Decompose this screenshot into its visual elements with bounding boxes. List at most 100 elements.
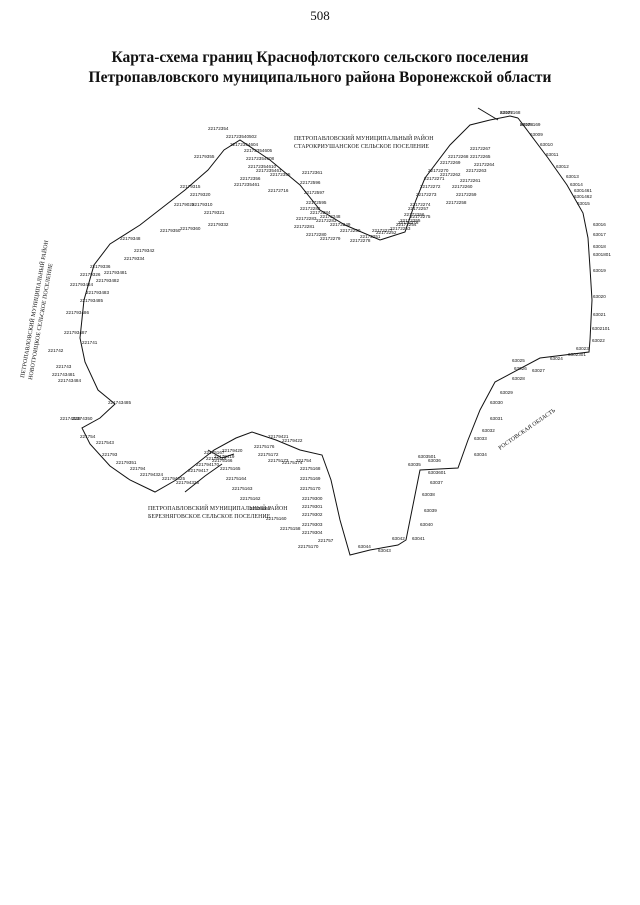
point-label: 63022 (592, 338, 605, 343)
point-label: 63042 (392, 536, 405, 541)
point-label: 63017 (593, 232, 606, 237)
point-label: 22172278 (350, 238, 371, 243)
point-label: 63044 (358, 544, 371, 549)
point-label: 22175169 (520, 122, 541, 127)
title-line-2: Петропавловского муниципального района В… (88, 69, 552, 86)
point-label: 22172261 (460, 178, 481, 183)
point-label: 22172354605 (244, 148, 273, 153)
point-label: 22179320 (190, 192, 211, 197)
point-label: 22172354604 (230, 142, 259, 147)
point-label: 63036 (428, 458, 441, 463)
boundary-tick (184, 463, 223, 493)
point-label: 63034 (474, 452, 487, 457)
point-label: 22179420 (222, 448, 243, 453)
point-label: 22172252 (376, 230, 397, 235)
point-label: 22172281 (294, 224, 315, 229)
point-label: 22172268 (448, 154, 469, 159)
point-label: 22172354610 (248, 164, 277, 169)
point-label: 22179326 (80, 272, 101, 277)
point-label: 63037 (430, 480, 443, 485)
point-label: 22175174 (282, 460, 303, 465)
point-label: 2217235461 (234, 182, 260, 187)
point-label: 221793486 (66, 310, 89, 315)
point-label: 22179355 (194, 154, 215, 159)
point-label: 22172264 (474, 162, 495, 167)
point-label: 63018 (593, 244, 606, 249)
point-label: 6301461 (574, 188, 592, 193)
page-title: Карта-схема границ Краснофлотского сельс… (20, 48, 620, 88)
point-label: 22172283 (316, 218, 337, 223)
point-label: 22172265 (470, 154, 491, 159)
point-label: 22172361 (302, 170, 323, 175)
point-label: 22172284 (310, 210, 331, 215)
point-label: 63015 (577, 201, 590, 206)
point-label: 22172270 (428, 168, 449, 173)
point-label: 6303601 (428, 470, 446, 475)
point-label: 22172716 (268, 188, 289, 193)
point-label: 63021 (593, 312, 606, 317)
point-label: 221743 (56, 364, 72, 369)
point-label: 22179300 (302, 496, 323, 501)
point-label: 221754 (296, 458, 312, 463)
point-label: 22172355 (270, 172, 291, 177)
point-label: 63011 (546, 152, 559, 157)
region-label-bereznyagovskoe-1: ПЕТРОПАВЛОВСКИЙ МУНИЦИПАЛЬНЫЙ РАЙОН (148, 504, 288, 512)
point-label: 22179348 (120, 236, 141, 241)
point-label: 6302101 (592, 326, 610, 331)
point-label: 22179417 (188, 468, 209, 473)
point-label: 22179332 (208, 222, 229, 227)
point-label: 22172283 (296, 216, 317, 221)
point-label: 63040 (420, 522, 433, 527)
point-label: 2217543 (96, 440, 114, 445)
point-label: 63007 (500, 110, 513, 115)
boundary-line (79, 115, 593, 556)
point-label: 22172276 (398, 220, 419, 225)
point-label: 22172262 (440, 172, 461, 177)
region-label-starokriushanskoe-2: СТАРОКРИУШАНСКОЕ СЕЛЬСКОЕ ПОСЕЛЕНИЕ (294, 144, 429, 150)
point-label: 22172248 (320, 214, 341, 219)
point-label: 22172255 (400, 218, 421, 223)
point-label: 221793483 (86, 290, 109, 295)
point-label: 63012 (556, 164, 569, 169)
point-label: 6301801 (593, 252, 611, 257)
point-label: 22172259 (456, 192, 477, 197)
point-label: 2217235461 (256, 168, 282, 173)
point-label: 63041 (412, 536, 425, 541)
point-label: 221754 (80, 434, 96, 439)
point-labels: 6300763008630096301063011630126301363014… (48, 110, 611, 553)
point-label: 22172250 (340, 228, 361, 233)
point-label: 22179334 (124, 256, 145, 261)
point-label: 22175160 (266, 516, 287, 521)
point-label: 22172275 (410, 214, 431, 219)
point-label: 63033 (474, 436, 487, 441)
point-label: 63043 (378, 548, 391, 553)
point-label: 22175166 (212, 458, 233, 463)
point-label: 22172272 (420, 184, 441, 189)
point-label: 22179025 (174, 202, 195, 207)
point-label: 6302301 (568, 352, 586, 357)
point-label: 22175167 (204, 450, 225, 455)
point-label: 221794326 (176, 480, 199, 485)
point-label: 221794 (130, 466, 146, 471)
point-label: 63016 (593, 222, 606, 227)
point-label: 22172263 (466, 168, 487, 173)
point-label: 22179360 (180, 226, 201, 231)
point-label: 63035 (408, 462, 421, 467)
point-label: 22172269 (440, 160, 461, 165)
point-label: 6303501 (418, 454, 436, 459)
point-label: 22172273 (416, 192, 437, 197)
point-label: 22172249 (330, 222, 351, 227)
point-label: 22172253 (390, 226, 411, 231)
point-label: 22172254 (396, 222, 417, 227)
point-label: 221794170 (196, 462, 219, 467)
point-label: 63009 (530, 132, 543, 137)
point-label: 22172251 (360, 234, 381, 239)
point-label: 22179302 (302, 512, 323, 517)
point-label: 22175173 (268, 458, 289, 463)
point-label: 22172279 (320, 236, 341, 241)
point-label: 221793487 (64, 330, 87, 335)
boundary-tick (207, 449, 235, 459)
point-label: 63038 (422, 492, 435, 497)
point-label: 22172258 (446, 200, 467, 205)
boundary-tick (477, 107, 499, 121)
